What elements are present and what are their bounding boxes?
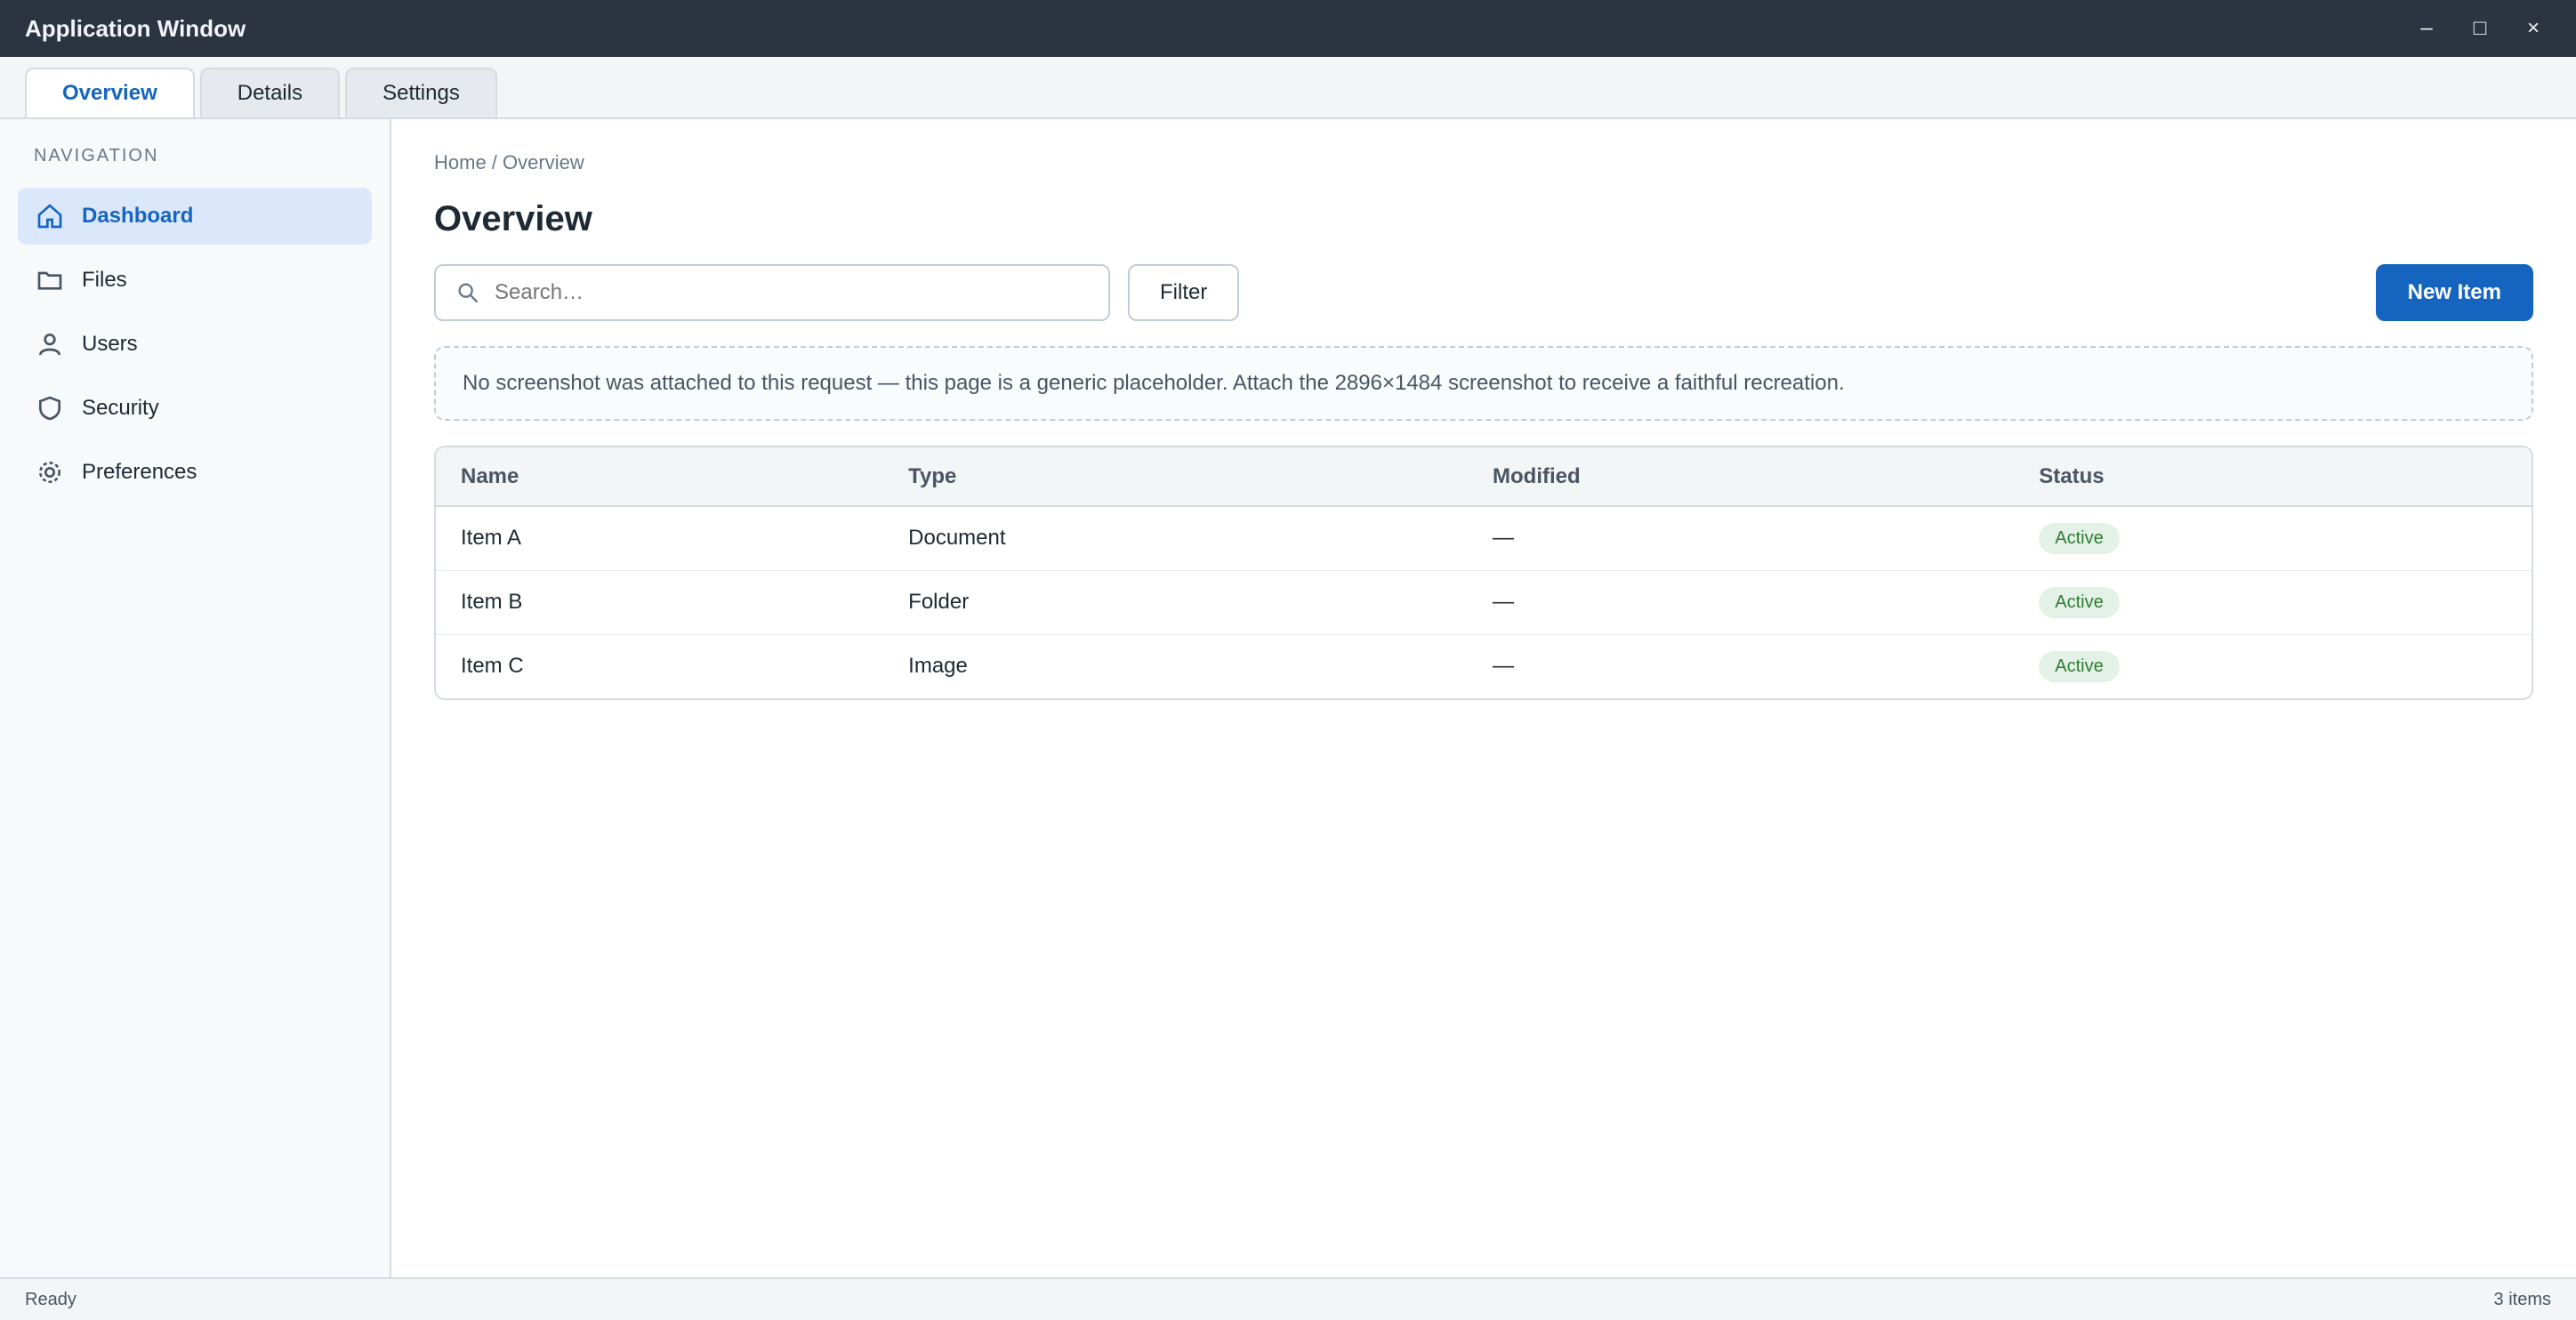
user-icon	[34, 328, 66, 360]
table-cell: Item B	[436, 570, 884, 635]
status-text: Ready	[25, 1289, 76, 1309]
sidebar-item-security[interactable]: Security	[18, 380, 372, 437]
sidebar-item-label: Preferences	[82, 460, 197, 484]
table-cell: Document	[883, 506, 1469, 571]
tab-settings[interactable]: Settings	[345, 68, 497, 117]
shield-icon	[34, 392, 66, 424]
table-cell: Active	[2014, 506, 2532, 571]
table-cell: —	[1468, 506, 2015, 571]
maximize-button[interactable]: □	[2473, 16, 2487, 40]
table-cell: —	[1468, 570, 2015, 635]
status-bar: Ready 3 items	[0, 1277, 2576, 1320]
tab-bar: Overview Details Settings	[0, 57, 2576, 119]
tab-overview[interactable]: Overview	[25, 68, 195, 117]
table-cell: Item C	[461, 654, 524, 679]
folder-icon	[34, 264, 66, 296]
table-cell: Folder	[883, 570, 1469, 635]
table-cell: —	[1493, 654, 1515, 679]
sidebar-item-files[interactable]: Files	[18, 252, 372, 309]
title-bar: Application Window – □ ×	[0, 0, 2576, 57]
sidebar-item-label: Security	[82, 396, 159, 420]
sidebar-item-dashboard[interactable]: Dashboard	[18, 188, 372, 245]
table-row[interactable]: Item A Document — Active	[436, 506, 2532, 571]
gear-icon	[34, 456, 66, 488]
sidebar-item-users[interactable]: Users	[18, 316, 372, 373]
status-badge: Active	[2039, 522, 2120, 554]
column-header[interactable]: Type	[883, 447, 1469, 507]
sidebar-item-preferences[interactable]: Preferences	[18, 444, 372, 501]
page-title: Overview	[434, 199, 592, 238]
item-count: 3 items	[2493, 1289, 2551, 1309]
window-title: Application Window	[25, 14, 246, 42]
new-item-button[interactable]: New Item	[2375, 264, 2533, 321]
missing-screenshot-notice: No screenshot was attached to this reque…	[434, 346, 2533, 421]
filter-button[interactable]: Filter	[1128, 264, 1240, 321]
table-cell: Active	[2014, 570, 2532, 635]
tab-details[interactable]: Details	[199, 68, 341, 117]
sidebar-item-label: Dashboard	[82, 204, 194, 228]
search-icon	[452, 277, 484, 309]
status-badge: Active	[2039, 650, 2120, 682]
main-panel: Home / Overview Overview Filter New Item…	[391, 119, 2576, 1277]
search-box[interactable]	[434, 264, 1110, 321]
toolbar: Filter New Item	[434, 264, 2533, 321]
column-header[interactable]: Modified	[1468, 447, 2015, 507]
home-icon	[34, 200, 66, 232]
table-header-row: Name Type Modified Status	[436, 447, 2532, 507]
table-cell: Active	[2014, 634, 2532, 698]
data-table: Name Type Modified Status Item A Documen…	[434, 446, 2533, 700]
table-cell: Image	[908, 654, 968, 679]
minimize-button[interactable]: –	[2420, 16, 2433, 40]
search-input[interactable]	[495, 280, 1092, 305]
column-header[interactable]: Name	[436, 447, 884, 507]
table-row[interactable]: Item B Folder — Active	[436, 570, 2532, 635]
sidebar: Navigation Dashboard Files Users	[0, 119, 391, 1277]
table-row[interactable]: Item C Image — Active	[436, 634, 2532, 698]
sidebar-item-label: Files	[82, 268, 127, 292]
close-button[interactable]: ×	[2526, 16, 2540, 40]
table-cell: Item A	[436, 506, 884, 571]
sidebar-heading: Navigation	[34, 146, 159, 165]
status-badge: Active	[2039, 586, 2120, 618]
column-header[interactable]: Status	[2014, 447, 2532, 507]
sidebar-item-label: Users	[82, 332, 138, 356]
content-area: Navigation Dashboard Files Users	[0, 119, 2576, 1277]
breadcrumb[interactable]: Home / Overview	[434, 151, 584, 173]
